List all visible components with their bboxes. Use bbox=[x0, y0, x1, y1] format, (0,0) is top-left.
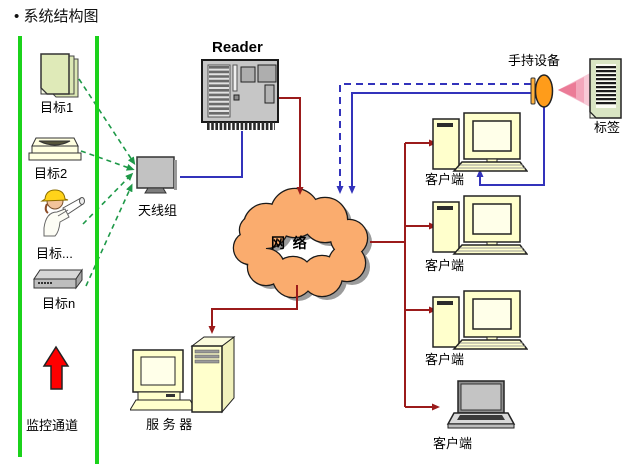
title-bullet: • bbox=[14, 8, 20, 25]
target4-label: 目标n bbox=[42, 296, 76, 311]
client2-label: 客户端 bbox=[425, 258, 465, 273]
channel-rail-left bbox=[18, 36, 22, 457]
blue-links bbox=[180, 83, 545, 194]
channel-rail-right bbox=[95, 36, 99, 464]
handheld-reader-icon bbox=[530, 74, 554, 108]
page-title: • 系统结构图 bbox=[14, 5, 98, 26]
desktop-client-icon bbox=[432, 290, 528, 350]
client1-label: 客户端 bbox=[425, 172, 465, 187]
target1-label: 目标1 bbox=[40, 100, 74, 115]
link-handheld-network bbox=[348, 92, 531, 194]
scanner-icon bbox=[28, 137, 82, 161]
channel-label: 监控通道 bbox=[26, 418, 79, 433]
worker-icon bbox=[40, 189, 85, 237]
link-antenna-reader bbox=[180, 131, 243, 178]
tag-label: 标签 bbox=[594, 120, 621, 135]
server-icon bbox=[130, 336, 236, 414]
reader-device-icon bbox=[201, 59, 279, 130]
target-antenna-arrows bbox=[78, 78, 136, 287]
link-handheld-network-dashed bbox=[336, 83, 531, 194]
handheld-label: 手持设备 bbox=[508, 53, 561, 68]
target3-label: 目标... bbox=[36, 246, 73, 261]
server-label: 服 务 器 bbox=[146, 417, 193, 432]
reader-label: Reader bbox=[212, 39, 263, 56]
antenna-label: 天线组 bbox=[138, 203, 178, 218]
target2-label: 目标2 bbox=[34, 166, 68, 181]
documents-icon bbox=[40, 53, 79, 98]
client4-label: 客户端 bbox=[433, 436, 473, 451]
network-label: 网 络 bbox=[271, 235, 307, 251]
direction-up-arrow bbox=[42, 345, 70, 390]
switch-icon bbox=[33, 268, 83, 290]
desktop-client-icon bbox=[432, 112, 528, 172]
rf-beam bbox=[558, 72, 592, 108]
client3-label: 客户端 bbox=[425, 352, 465, 367]
desktop-client-icon bbox=[432, 195, 528, 255]
title-text: 系统结构图 bbox=[23, 8, 99, 25]
barcode-tag-icon bbox=[589, 58, 622, 119]
link-network-server bbox=[208, 285, 298, 334]
antenna-unit-icon bbox=[136, 156, 177, 194]
link-handheld-client bbox=[476, 106, 545, 186]
laptop-client-icon bbox=[446, 380, 516, 429]
red-links bbox=[208, 97, 440, 411]
link-reader-network bbox=[278, 97, 304, 195]
